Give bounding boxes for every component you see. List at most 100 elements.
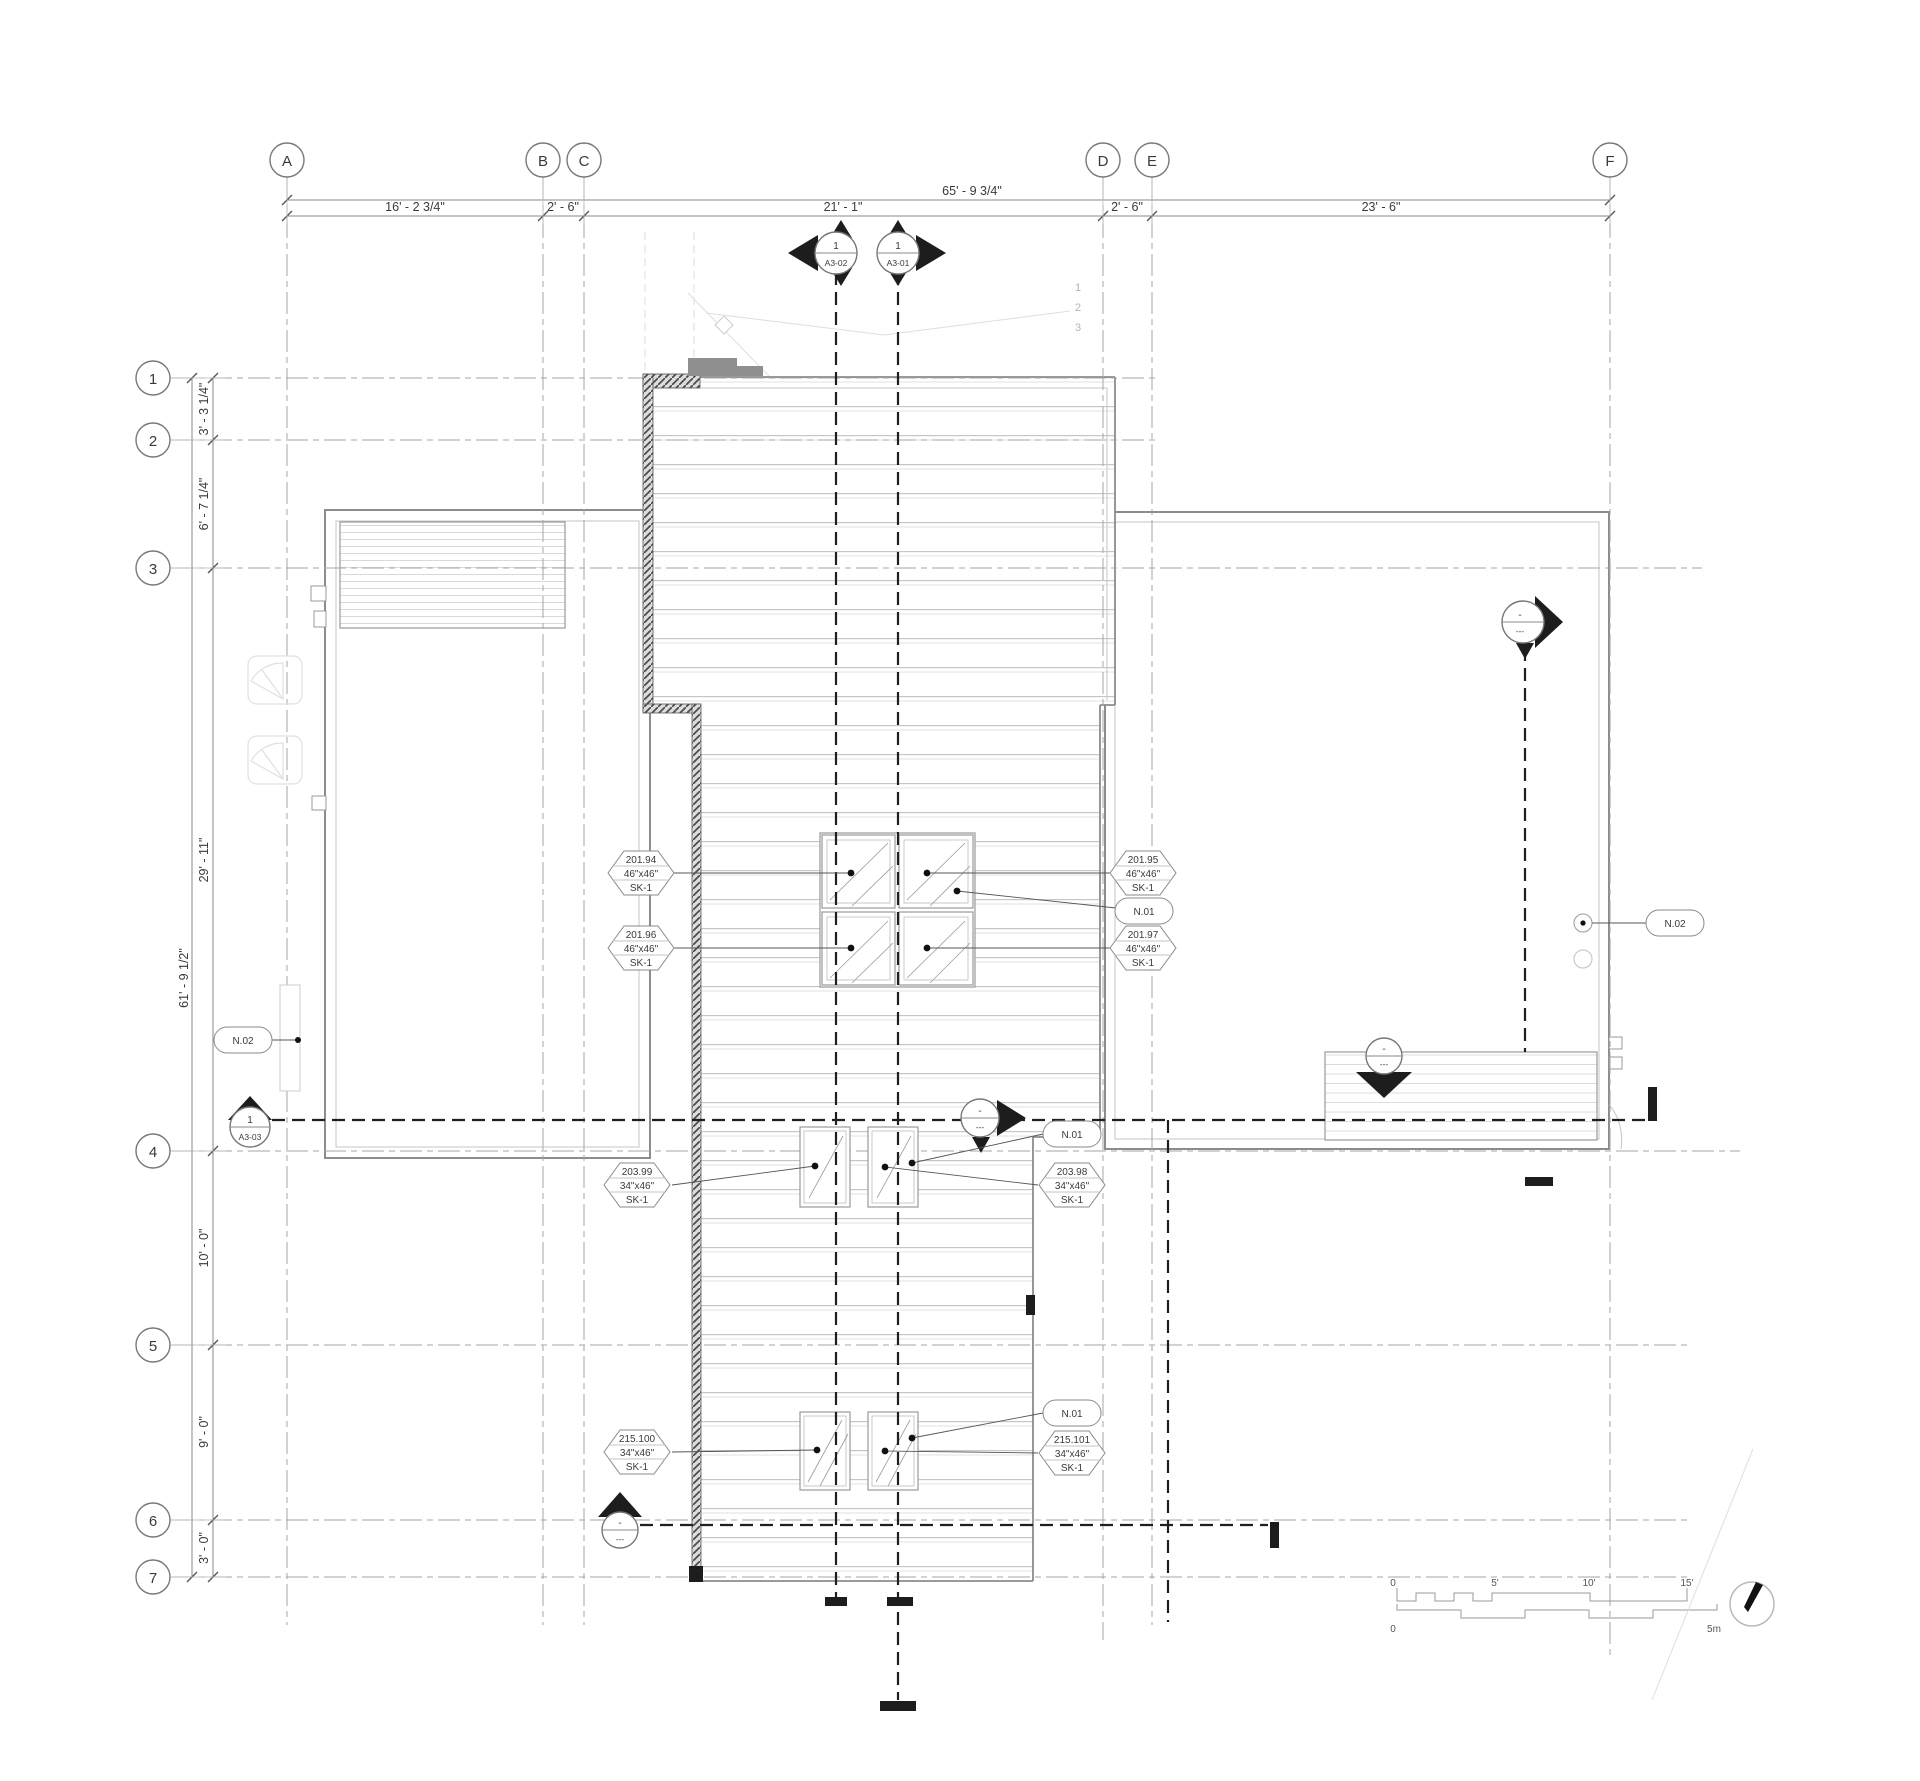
fan-symbol xyxy=(247,735,303,785)
svg-text:N.01: N.01 xyxy=(1061,1409,1083,1420)
dim-2-3: 6' - 7 1/4" xyxy=(197,478,211,531)
svg-text:7: 7 xyxy=(149,1570,157,1587)
wall-tab xyxy=(310,585,327,602)
svg-text:46"x46": 46"x46" xyxy=(624,944,659,955)
grid-bubble-4: 4 xyxy=(135,1133,226,1169)
section-arrow-icon xyxy=(972,1137,990,1153)
svg-text:N.01: N.01 xyxy=(1061,1130,1083,1141)
section-arrow-icon xyxy=(1356,1072,1412,1098)
svg-text:B: B xyxy=(538,153,548,170)
grid-bubble-2: 2 xyxy=(135,422,226,458)
svg-text:6: 6 xyxy=(149,1513,157,1530)
section-sheet: A3-02 xyxy=(825,258,848,268)
scale-5ft: 5' xyxy=(1491,1578,1499,1589)
grid-bubbles-left: 1 2 3 4 5 6 7 xyxy=(135,360,226,1595)
section-marker-mid-blank: - --- xyxy=(960,1098,1026,1153)
skylight-tag-203-99: 203.99 34"x46" SK-1 xyxy=(603,1162,671,1208)
skylight-tag-201-94: 201.94 46"x46" SK-1 xyxy=(607,850,675,896)
section-arrow-icon xyxy=(1535,596,1563,648)
section-marker-a3-01: 1 A3-01 xyxy=(876,220,946,286)
dim-c-d: 21' - 1" xyxy=(824,200,863,214)
skylight-tag-201-97: 201.97 46"x46" SK-1 xyxy=(1109,925,1177,971)
scale-0m: 0 xyxy=(1390,1624,1396,1635)
dimension-ticks xyxy=(281,194,1616,222)
svg-text:---: --- xyxy=(616,1534,625,1544)
svg-text:SK-1: SK-1 xyxy=(1132,958,1155,969)
faint-roof-lines: 1 2 3 xyxy=(644,232,1081,378)
skylight-pair-mid xyxy=(799,1126,919,1208)
section-arrow-icon xyxy=(598,1492,642,1517)
svg-text:SK-1: SK-1 xyxy=(630,883,653,894)
dimensions-top: 65' - 9 3/4" 16' - 2 3/4" 2' - 6" 21' - … xyxy=(281,184,1616,222)
left-wing-annotations xyxy=(247,585,327,811)
section-marker-deck-blank: - --- xyxy=(1356,1037,1412,1098)
wall-tab xyxy=(311,795,327,811)
grid-bubble-7: 7 xyxy=(135,1559,226,1595)
svg-text:1: 1 xyxy=(149,371,157,388)
svg-text:46"x46": 46"x46" xyxy=(624,869,659,880)
north-arrow-icon xyxy=(1651,1448,1775,1701)
section-cut-lines xyxy=(272,272,1645,1700)
svg-text:46"x46": 46"x46" xyxy=(1126,869,1161,880)
revision-number-2: 2 xyxy=(1075,302,1081,314)
svg-text:201.94: 201.94 xyxy=(626,855,657,866)
svg-text:215.100: 215.100 xyxy=(619,1434,656,1445)
dim-overall-height: 61' - 9 1/2" xyxy=(177,948,191,1008)
grid-bubble-a: A xyxy=(269,142,305,224)
svg-text:---: --- xyxy=(1516,626,1525,636)
svg-text:201.96: 201.96 xyxy=(626,930,657,941)
roof-vent xyxy=(688,358,763,376)
wall-tab xyxy=(1608,1056,1623,1070)
svg-text:-: - xyxy=(618,1518,621,1529)
svg-text:34"x46": 34"x46" xyxy=(620,1181,655,1192)
dim-4-5: 10' - 0" xyxy=(197,1229,211,1268)
svg-text:N.02: N.02 xyxy=(232,1036,254,1047)
grid-lines xyxy=(172,178,1740,1660)
dim-a-b: 16' - 2 3/4" xyxy=(385,200,445,214)
svg-text:215.101: 215.101 xyxy=(1054,1435,1091,1446)
skylight-tag-215-101: 215.101 34"x46" SK-1 xyxy=(1038,1430,1106,1476)
gutter-corner xyxy=(1608,1104,1623,1150)
right-deck xyxy=(1324,1051,1598,1141)
grid-bubble-f: F xyxy=(1592,142,1628,224)
dim-3-4: 29' - 11" xyxy=(197,838,211,883)
svg-text:SK-1: SK-1 xyxy=(1061,1195,1084,1206)
scale-0ft: 0 xyxy=(1390,1578,1396,1589)
grid-bubble-1: 1 xyxy=(135,360,226,396)
skylight-tag-215-100: 215.100 34"x46" SK-1 xyxy=(603,1429,671,1475)
svg-text:SK-1: SK-1 xyxy=(626,1195,649,1206)
keynote-n02-left: N.02 xyxy=(213,984,301,1092)
svg-text:---: --- xyxy=(1380,1059,1389,1069)
dim-d-e: 2' - 6" xyxy=(1111,200,1143,214)
section-marker-bottom-blank: - --- xyxy=(598,1492,642,1549)
svg-text:5: 5 xyxy=(149,1338,157,1355)
section-arrow-icon xyxy=(788,235,818,271)
svg-text:N.02: N.02 xyxy=(1664,919,1686,930)
svg-text:SK-1: SK-1 xyxy=(1061,1463,1084,1474)
svg-text:3: 3 xyxy=(149,561,157,578)
svg-text:A: A xyxy=(282,153,292,170)
grid-bubble-b: B xyxy=(525,142,561,224)
left-deck-canopy xyxy=(339,521,566,629)
svg-text:---: --- xyxy=(976,1122,985,1132)
dim-1-2: 3' - 3 1/4" xyxy=(197,383,211,436)
fan-symbol xyxy=(247,655,303,705)
dimensions-left: 61' - 9 1/2" 3' - 3 1/4" 6' - 7 1/4" 29'… xyxy=(177,372,219,1583)
svg-text:34"x46": 34"x46" xyxy=(1055,1449,1090,1460)
scale-bar: 0 5' 10' 15' 0 5m xyxy=(1390,1578,1721,1635)
tag-leaders xyxy=(671,869,1117,1455)
hatched-walls xyxy=(642,358,763,1582)
svg-text:E: E xyxy=(1147,153,1157,170)
skylight-tag-203-98: 203.98 34"x46" SK-1 xyxy=(1038,1162,1106,1208)
svg-text:SK-1: SK-1 xyxy=(1132,883,1155,894)
svg-text:-: - xyxy=(1382,1044,1385,1055)
section-marker-right-blank: - --- xyxy=(1501,596,1563,659)
skylight-tag-201-95: 201.95 46"x46" SK-1 xyxy=(1109,850,1177,896)
grid-bubble-d: D xyxy=(1085,142,1121,224)
scale-15ft: 15' xyxy=(1680,1578,1693,1589)
skylight-tag-201-96: 201.96 46"x46" SK-1 xyxy=(607,925,675,971)
scale-5m: 5m xyxy=(1707,1624,1721,1635)
section-marker-a3-02: 1 A3-02 xyxy=(788,220,858,286)
